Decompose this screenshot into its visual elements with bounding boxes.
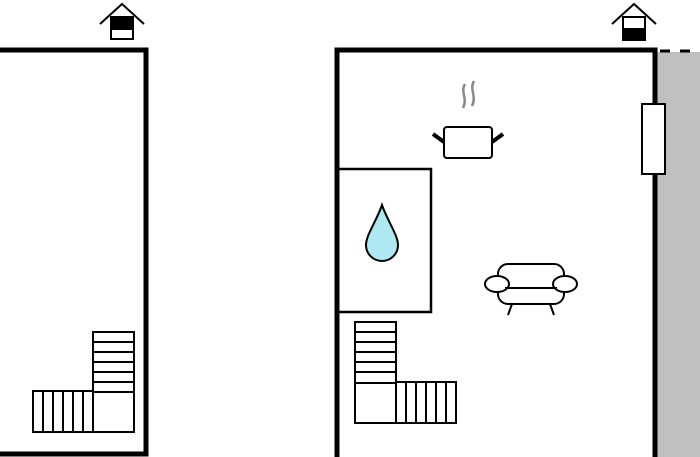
window-icon	[641, 103, 666, 175]
water-drop-icon	[364, 201, 400, 262]
bathroom	[336, 167, 433, 314]
stairs-icon	[32, 331, 135, 433]
house-entrance-icon	[99, 2, 145, 40]
right-room	[334, 2, 700, 457]
kitchen-pot-icon	[431, 80, 505, 159]
left-room	[0, 2, 149, 457]
stairs-icon	[354, 321, 457, 424]
house-entrance-icon	[611, 2, 657, 41]
sofa-icon	[484, 263, 578, 316]
